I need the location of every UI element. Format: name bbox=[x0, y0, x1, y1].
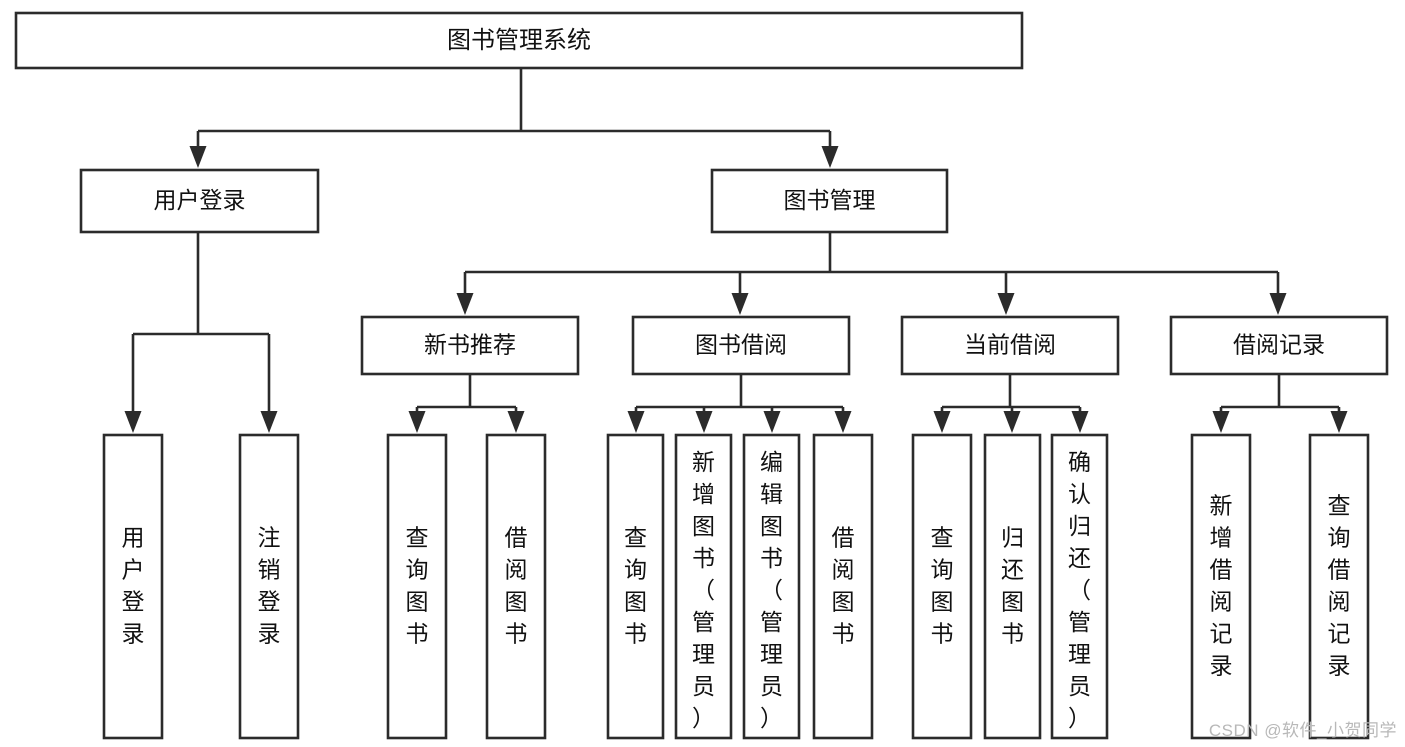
node-leaf-user-login[interactable]: 用户登录 bbox=[102, 433, 164, 740]
node-book-management-box[interactable] bbox=[710, 168, 949, 234]
node-leaf-confirm-return[interactable]: 确认归还（管理员） bbox=[1050, 433, 1109, 740]
node-borrow-record-box[interactable] bbox=[1169, 315, 1389, 376]
conn-bm-to-borrow-record bbox=[1269, 272, 1287, 315]
node-borrow-record-label: 借阅记录 bbox=[1233, 332, 1325, 358]
conn-root-to-user-login bbox=[189, 131, 207, 168]
node-leaf-query-book-borrow-label: 查询图书 bbox=[624, 525, 647, 647]
node-leaf-borrow-book-new[interactable]: 借阅图书 bbox=[485, 433, 547, 740]
node-leaf-borrow-book-new-box[interactable] bbox=[485, 433, 547, 740]
node-leaf-add-book-box[interactable] bbox=[674, 433, 733, 740]
node-leaf-return-book[interactable]: 归还图书 bbox=[983, 433, 1042, 740]
node-leaf-logout-label: 注销登录 bbox=[258, 525, 281, 647]
node-new-book-recommend[interactable]: 新书推荐 bbox=[360, 315, 580, 376]
conn-bm-to-book-borrow bbox=[731, 272, 749, 315]
node-leaf-query-book-new[interactable]: 查询图书 bbox=[386, 433, 448, 740]
conn-bm-to-new-book bbox=[456, 272, 474, 315]
node-root[interactable]: 图书管理系统 bbox=[14, 11, 1024, 70]
node-leaf-user-login-box[interactable] bbox=[102, 433, 164, 740]
node-leaf-add-book-label: 新增图书（管理员） bbox=[692, 449, 715, 731]
node-leaf-borrow-book-label: 借阅图书 bbox=[832, 525, 855, 647]
conn-bm-to-current-borrow bbox=[997, 272, 1015, 315]
node-leaf-add-record[interactable]: 新增借阅记录 bbox=[1190, 433, 1252, 740]
conn-new-book-leaf2 bbox=[507, 407, 525, 433]
node-book-borrow-label: 图书借阅 bbox=[695, 332, 787, 358]
node-leaf-confirm-return-label: 确认归还（管理员） bbox=[1068, 449, 1091, 731]
node-leaf-logout[interactable]: 注销登录 bbox=[238, 433, 300, 740]
node-new-book-recommend-box[interactable] bbox=[360, 315, 580, 376]
node-leaf-query-book-new-box[interactable] bbox=[386, 433, 448, 740]
node-leaf-user-login-label: 用户登录 bbox=[122, 525, 145, 647]
node-current-borrow-box[interactable] bbox=[900, 315, 1120, 376]
node-leaf-query-book-current-box[interactable] bbox=[911, 433, 973, 740]
node-leaf-edit-book-box[interactable] bbox=[742, 433, 801, 740]
node-leaf-return-book-box[interactable] bbox=[983, 433, 1042, 740]
node-leaf-edit-book[interactable]: 编辑图书（管理员） bbox=[742, 433, 801, 740]
node-leaf-query-book-borrow[interactable]: 查询图书 bbox=[606, 433, 665, 740]
conn-borrow-record-leaf1 bbox=[1212, 407, 1230, 433]
node-user-login-label: 用户登录 bbox=[154, 187, 246, 213]
conn-user-login-leaf2 bbox=[260, 334, 278, 433]
node-leaf-return-book-label: 归还图书 bbox=[1001, 525, 1024, 647]
conn-book-borrow-leaf4 bbox=[834, 407, 852, 433]
node-leaf-add-book[interactable]: 新增图书（管理员） bbox=[674, 433, 733, 740]
conn-book-borrow-leaf2 bbox=[695, 407, 713, 433]
node-leaf-borrow-book-box[interactable] bbox=[812, 433, 874, 740]
node-current-borrow[interactable]: 当前借阅 bbox=[900, 315, 1120, 376]
node-leaf-query-book-current[interactable]: 查询图书 bbox=[911, 433, 973, 740]
node-leaf-query-record-box[interactable] bbox=[1308, 433, 1370, 740]
node-book-management[interactable]: 图书管理 bbox=[710, 168, 949, 234]
connectors-layer bbox=[124, 68, 1348, 433]
node-book-borrow[interactable]: 图书借阅 bbox=[631, 315, 851, 376]
conn-book-borrow-leaf3 bbox=[763, 407, 781, 433]
node-leaf-query-book-borrow-box[interactable] bbox=[606, 433, 665, 740]
node-leaf-logout-box[interactable] bbox=[238, 433, 300, 740]
conn-new-book-leaf1 bbox=[408, 407, 426, 433]
conn-current-borrow-leaf2 bbox=[1003, 407, 1021, 433]
node-user-login[interactable]: 用户登录 bbox=[79, 168, 320, 234]
conn-root-to-book-management bbox=[821, 131, 839, 168]
node-root-label: 图书管理系统 bbox=[447, 27, 591, 54]
node-leaf-borrow-book[interactable]: 借阅图书 bbox=[812, 433, 874, 740]
node-leaf-query-book-new-label: 查询图书 bbox=[406, 525, 429, 647]
node-leaf-add-record-label: 新增借阅记录 bbox=[1210, 493, 1233, 679]
node-root-box[interactable] bbox=[14, 11, 1024, 70]
nodes-layer: 图书管理系统用户登录图书管理新书推荐图书借阅当前借阅借阅记录用户登录注销登录查询… bbox=[14, 11, 1389, 740]
node-leaf-confirm-return-box[interactable] bbox=[1050, 433, 1109, 740]
node-book-borrow-box[interactable] bbox=[631, 315, 851, 376]
node-leaf-edit-book-label: 编辑图书（管理员） bbox=[760, 449, 783, 731]
node-leaf-query-record[interactable]: 查询借阅记录 bbox=[1308, 433, 1370, 740]
conn-user-login-leaf1 bbox=[124, 334, 142, 433]
node-leaf-add-record-box[interactable] bbox=[1190, 433, 1252, 740]
node-leaf-query-book-current-label: 查询图书 bbox=[931, 525, 954, 647]
node-leaf-borrow-book-new-label: 借阅图书 bbox=[505, 525, 528, 647]
node-new-book-recommend-label: 新书推荐 bbox=[424, 332, 516, 358]
node-borrow-record[interactable]: 借阅记录 bbox=[1169, 315, 1389, 376]
conn-current-borrow-leaf1 bbox=[933, 407, 951, 433]
conn-borrow-record-leaf2 bbox=[1330, 407, 1348, 433]
conn-book-borrow-leaf1 bbox=[627, 407, 645, 433]
node-leaf-query-record-label: 查询借阅记录 bbox=[1328, 493, 1351, 679]
node-current-borrow-label: 当前借阅 bbox=[964, 332, 1056, 358]
conn-current-borrow-leaf3 bbox=[1071, 407, 1089, 433]
node-user-login-box[interactable] bbox=[79, 168, 320, 234]
node-book-management-label: 图书管理 bbox=[784, 187, 876, 213]
